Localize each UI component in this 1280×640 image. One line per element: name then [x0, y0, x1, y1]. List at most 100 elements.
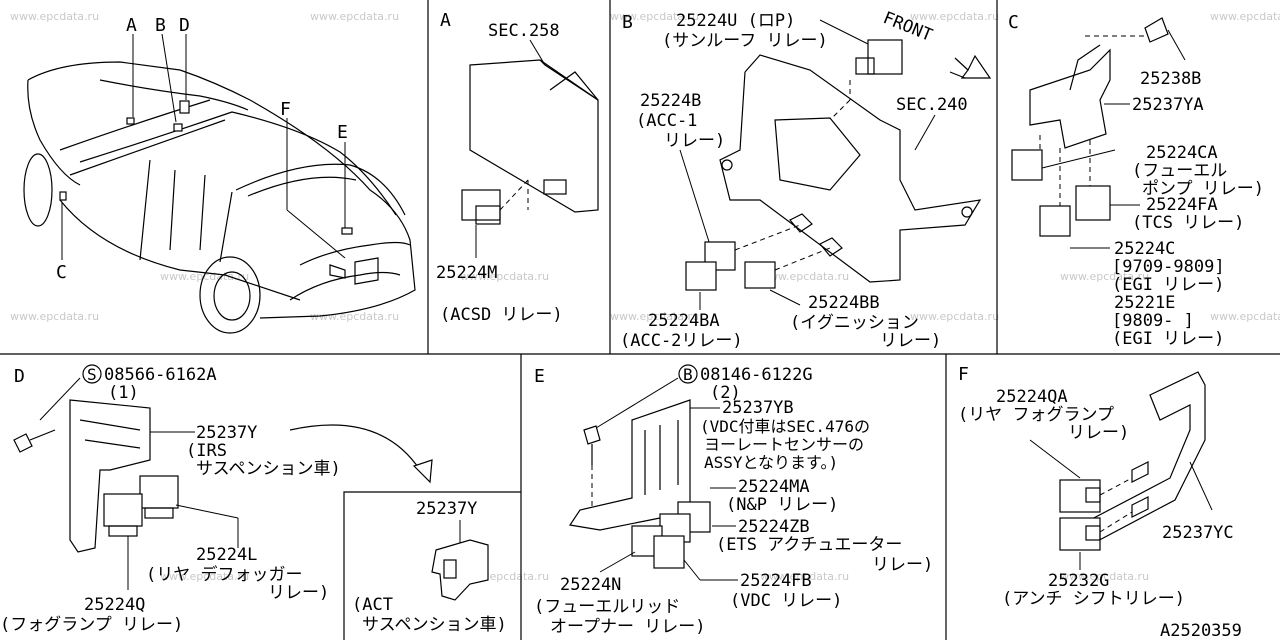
- screw-symbol: S: [87, 365, 97, 384]
- part-number: 25224B: [640, 91, 701, 111]
- part-description: ヨーレートセンサーの: [704, 435, 864, 454]
- watermark: www.epcdata.ru: [10, 310, 99, 323]
- part-number: 25221E: [1114, 293, 1175, 313]
- watermark: www.epcdata.ru: [1210, 10, 1280, 23]
- part-description: (アンチ シフトリレー): [1002, 589, 1185, 609]
- part-description: (イグニッション: [790, 313, 919, 333]
- part-description: (N&P リレー): [726, 495, 838, 515]
- section-ref: SEC.240: [896, 95, 968, 115]
- part-number: 25237YC: [1162, 523, 1234, 543]
- part-quantity: (1): [108, 383, 139, 403]
- watermark: www.epcdata.ru: [910, 10, 999, 23]
- watermark: www.epcdata.ru: [760, 570, 849, 583]
- part-number: 25237Y: [196, 423, 257, 443]
- part-description: (ACT: [352, 595, 393, 615]
- part-number: 25224MA: [738, 477, 810, 497]
- part-number: 25224BB: [808, 293, 880, 313]
- callout-f: F: [280, 99, 291, 120]
- panel-f: F 25224QA (リヤ フォグランプ リレー) 25237YC 25232G…: [958, 364, 1242, 640]
- part-description: (リヤ フォグランプ: [958, 405, 1114, 425]
- part-number: 25238B: [1140, 69, 1201, 89]
- part-description: (ACC-1: [636, 111, 697, 131]
- part-description: リレー): [1068, 423, 1129, 443]
- watermark: www.epcdata.ru: [310, 310, 399, 323]
- part-number: 25224Q: [84, 595, 145, 615]
- part-description: リレー): [872, 555, 933, 575]
- part-number: 25224BA: [648, 311, 720, 331]
- watermark: www.epcdata.ru: [760, 270, 849, 283]
- part-quantity: (2): [710, 383, 741, 403]
- section-ref: SEC.258: [488, 21, 560, 41]
- part-description: オープナー リレー): [550, 617, 705, 637]
- part-description: (リヤ デフォッガー: [146, 564, 302, 585]
- panel-label-e: E: [534, 366, 545, 387]
- panel-a: A SEC.258 25224M (ACSD リレー): [436, 10, 599, 325]
- part-description: (ACSD リレー): [440, 305, 563, 325]
- watermark: www.epcdata.ru: [460, 270, 549, 283]
- callout-c: C: [56, 262, 67, 283]
- part-description: (サンルーフ リレー): [662, 31, 828, 51]
- callout-b: B: [155, 15, 166, 36]
- part-description: (VDC付車はSEC.476の: [700, 417, 870, 436]
- part-description: (EGI リレー): [1112, 329, 1224, 349]
- part-description: (フューエルリッド: [534, 597, 680, 617]
- watermark: www.epcdata.ru: [1210, 310, 1280, 323]
- part-description: (ETS アクチュエーター: [716, 535, 902, 555]
- part-number: 08146-6122G: [700, 365, 813, 385]
- part-description: (IRS: [186, 441, 227, 461]
- part-number: 25224QA: [996, 387, 1068, 407]
- part-number: 25224L: [196, 545, 257, 565]
- part-description: (フォグランプ リレー): [0, 615, 183, 635]
- panel-label-a: A: [440, 10, 451, 31]
- part-number: 25232G: [1048, 571, 1109, 591]
- part-number: 08566-6162A: [104, 365, 217, 385]
- part-description: (TCS リレー): [1132, 213, 1244, 233]
- part-description: リレー): [664, 131, 725, 151]
- panel-b: B 25224U (ロP) (サンルーフ リレー) FRONT SEC.240 …: [620, 8, 992, 351]
- part-date-range: [9809- ]: [1112, 311, 1194, 331]
- watermark: www.epcdata.ru: [1060, 270, 1149, 283]
- watermark: www.epcdata.ru: [1060, 570, 1149, 583]
- callout-a: A: [126, 15, 137, 36]
- panel-c: C 25238B 25237YA 25224CA (フューエル ポンプ リレー)…: [1008, 12, 1264, 349]
- watermark: www.epcdata.ru: [160, 570, 249, 583]
- figure-id: A2520359: [1160, 621, 1242, 640]
- watermark: www.epcdata.ru: [310, 10, 399, 23]
- bolt-symbol: B: [683, 365, 693, 384]
- part-number: 25237YB: [722, 398, 794, 418]
- part-number: 25224U (ロP): [676, 11, 795, 31]
- part-description: サスペンション車): [362, 615, 507, 635]
- part-number: 25224FB: [740, 571, 812, 591]
- part-description: リレー): [268, 583, 329, 603]
- part-description: ポンプ リレー): [1142, 179, 1264, 199]
- part-number: 25224ZB: [738, 517, 810, 537]
- part-description: (ACC-2リレー): [620, 331, 743, 351]
- part-number: 25224C: [1114, 239, 1175, 259]
- part-number: 25224FA: [1146, 195, 1218, 215]
- part-number: 25224M: [436, 263, 497, 283]
- part-number: 25224CA: [1146, 143, 1218, 163]
- panel-label-c: C: [1008, 12, 1019, 33]
- panel-d: D S 08566-6162A (1) 25237Y (IRS サスペンション車…: [0, 364, 507, 635]
- part-description: (フューエル: [1132, 161, 1227, 181]
- watermark: www.epcdata.ru: [610, 10, 699, 23]
- part-number: 25224N: [560, 575, 621, 595]
- part-number: 25237YA: [1132, 95, 1204, 115]
- panel-label-f: F: [958, 364, 969, 385]
- part-description: リレー): [880, 331, 941, 351]
- panel-e: E B 08146-6122G (2) 25237YB (VDC付車はSEC.4…: [534, 364, 933, 637]
- part-date-range: [9709-9809]: [1112, 257, 1225, 277]
- part-description: サスペンション車): [196, 459, 341, 479]
- part-description: (VDC リレー): [730, 591, 842, 611]
- panel-label-b: B: [622, 12, 633, 33]
- watermark: www.epcdata.ru: [610, 310, 699, 323]
- watermark: www.epcdata.ru: [910, 310, 999, 323]
- callout-d: D: [179, 15, 190, 36]
- callout-e: E: [337, 122, 348, 143]
- part-description: (EGI リレー): [1112, 275, 1224, 295]
- vehicle-overview: A B D F E C: [23, 15, 416, 334]
- part-number: 25237Y: [416, 499, 477, 519]
- panel-label-d: D: [14, 366, 25, 387]
